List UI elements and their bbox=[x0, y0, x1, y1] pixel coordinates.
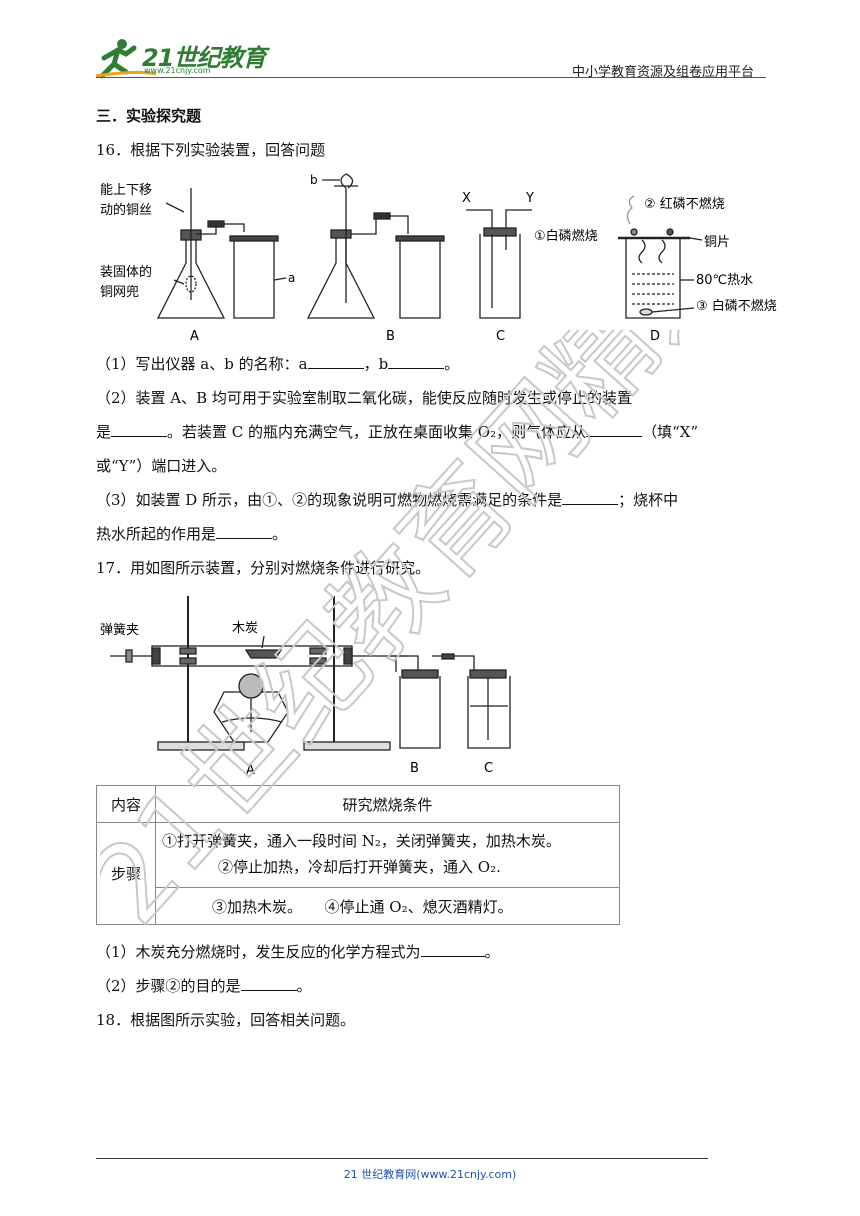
q16-p2-text-b: 是 bbox=[96, 423, 112, 441]
table-cell-steps-1-2: ①打开弹簧夹，通入一段时间 N₂，关闭弹簧夹，加热木炭。 ②停止加热，冷却后打开… bbox=[155, 822, 620, 888]
q17-stem: 17．用如图所示装置，分别对燃烧条件进行研究。 bbox=[96, 559, 431, 577]
logo-url: www.21cnjy.com bbox=[144, 66, 211, 75]
logo-text: 21世纪教育 bbox=[142, 44, 266, 72]
label-white-no-burn: ③ 白磷不燃烧 bbox=[696, 298, 777, 314]
caption-a: A bbox=[246, 763, 255, 778]
table-row: 步骤 ①打开弹簧夹，通入一段时间 N₂，关闭弹簧夹，加热木炭。 ②停止加热，冷却… bbox=[96, 822, 620, 925]
footer-text: 21 世纪教育网(www.21cnjy.com) bbox=[343, 1168, 517, 1181]
q17-p1-text-a: （1）木炭充分燃烧时，发生反应的化学方程式为 bbox=[96, 943, 421, 961]
label-red-phosphorus: ② 红磷不燃烧 bbox=[644, 196, 725, 212]
q17-steps-table: 内容 研究燃烧条件 步骤 ①打开弹簧夹，通入一段时间 N₂，关闭弹簧夹，加热木炭… bbox=[96, 785, 620, 925]
header-divider bbox=[96, 77, 766, 78]
q16-p1-text-a: （1）写出仪器 a、b 的名称：a bbox=[96, 355, 308, 373]
answer-blank-condition[interactable] bbox=[562, 490, 619, 505]
answer-blank-water-role[interactable] bbox=[216, 524, 273, 539]
answer-blank-a[interactable] bbox=[307, 354, 364, 369]
answer-blank-port[interactable] bbox=[586, 422, 643, 437]
q18-stem: 18．根据图所示实验，回答相关问题。 bbox=[96, 1011, 356, 1029]
step-3-4: ③加热木炭。 ④停止通 O₂、熄灭酒精灯。 bbox=[155, 887, 620, 925]
label-hot-water: 80℃热水 bbox=[696, 273, 753, 288]
q16-p3-text-a: （3）如装置 D 所示，由①、②的现象说明可燃物燃烧需满足的条件是 bbox=[96, 491, 563, 509]
table-header-content: 内容 bbox=[96, 785, 156, 823]
q16-part2-line2: 是 。若装置 C 的瓶内充满空气，正放在桌面收集 O₂，则气体应从 （填“X” bbox=[96, 422, 698, 442]
q16-p3-text-b: ；烧杯中 bbox=[618, 491, 679, 509]
label-y: Y bbox=[525, 191, 534, 206]
label-x: X bbox=[462, 191, 471, 206]
q16-p1-text-c: 。 bbox=[444, 355, 460, 373]
answer-blank-purpose[interactable] bbox=[240, 976, 297, 991]
table-label-steps: 步骤 bbox=[96, 822, 156, 925]
caption-c: C bbox=[484, 761, 493, 776]
label-solid-line2: 铜网兜 bbox=[100, 285, 139, 300]
section-title: 三．实验探究题 bbox=[96, 107, 202, 125]
q16-stem: 16．根据下列实验装置，回答问题 bbox=[96, 141, 326, 159]
q17-p2-text-b: 。 bbox=[296, 977, 312, 995]
label-b: b bbox=[310, 173, 318, 187]
caption-b: B bbox=[386, 329, 395, 344]
q16-part1: （1）写出仪器 a、b 的名称：a ，b 。 bbox=[96, 354, 459, 374]
q16-p1-text-b: ，b bbox=[363, 355, 389, 373]
q16-part2-line1: （2）装置 A、B 均可用于实验室制取二氧化碳，能使反应随时发生或停止的装置 bbox=[96, 389, 632, 407]
q16-p2-text-c: 。若装置 C 的瓶内充满空气，正放在桌面收集 O₂，则气体应从 bbox=[167, 423, 587, 441]
q16-p3-text-c: 热水所起的作用是 bbox=[96, 525, 217, 543]
label-copper-wire-line2: 动的铜丝 bbox=[100, 202, 152, 218]
q16-apparatus-figure: 能上下移 动的铜丝 装固体的 铜网兜 a b X Y ② 红磷不燃烧 ①白磷燃烧… bbox=[100, 173, 777, 344]
caption-d: D bbox=[650, 329, 660, 344]
label-solid-line1: 装固体的 bbox=[100, 264, 152, 280]
caption-a: A bbox=[190, 329, 199, 344]
q16-p2-text-d: （填“X” bbox=[642, 423, 699, 441]
step-2: ②停止加热，冷却后打开弹簧夹，通入 O₂. bbox=[218, 858, 501, 876]
label-copper-sheet: 铜片 bbox=[704, 235, 730, 250]
q17-apparatus-figure: 弹簧夹 木炭 A B C bbox=[100, 596, 511, 778]
q16-part3-line1: （3）如装置 D 所示，由①、②的现象说明可燃物燃烧需满足的条件是 ；烧杯中 bbox=[96, 490, 678, 510]
table-row: ③加热木炭。 ④停止通 O₂、熄灭酒精灯。 bbox=[97, 887, 620, 925]
answer-blank-equation[interactable] bbox=[420, 942, 485, 957]
caption-c: C bbox=[496, 329, 505, 344]
caption-b: B bbox=[410, 761, 419, 776]
q16-p3-text-d: 。 bbox=[272, 525, 288, 543]
table-row: 内容 研究燃烧条件 bbox=[96, 785, 620, 823]
footer-divider bbox=[96, 1158, 708, 1159]
label-white-burn: ①白磷燃烧 bbox=[534, 228, 598, 244]
answer-blank-device[interactable] bbox=[111, 422, 168, 437]
label-copper-wire-line1: 能上下移 bbox=[100, 183, 152, 198]
step-1: ①打开弹簧夹，通入一段时间 N₂，关闭弹簧夹，加热木炭。 bbox=[162, 832, 561, 850]
table-header-topic: 研究燃烧条件 bbox=[155, 785, 620, 823]
q17-part1: （1）木炭充分燃烧时，发生反应的化学方程式为 。 bbox=[96, 942, 500, 962]
answer-blank-b[interactable] bbox=[388, 354, 445, 369]
header-platform-text: 中小学教育资源及组卷应用平台 bbox=[572, 65, 755, 80]
label-a: a bbox=[288, 271, 295, 285]
q16-part3-line2: 热水所起的作用是 。 bbox=[96, 524, 287, 544]
q17-part2: （2）步骤②的目的是 。 bbox=[96, 976, 312, 996]
q17-p1-text-b: 。 bbox=[484, 943, 500, 961]
logo-runner-icon bbox=[96, 39, 157, 79]
label-charcoal: 木炭 bbox=[232, 621, 258, 636]
q16-part2-line3: 或“Y”）端口进入。 bbox=[96, 457, 227, 475]
q17-p2-text-a: （2）步骤②的目的是 bbox=[96, 977, 241, 995]
label-spring-clip: 弹簧夹 bbox=[100, 622, 139, 638]
